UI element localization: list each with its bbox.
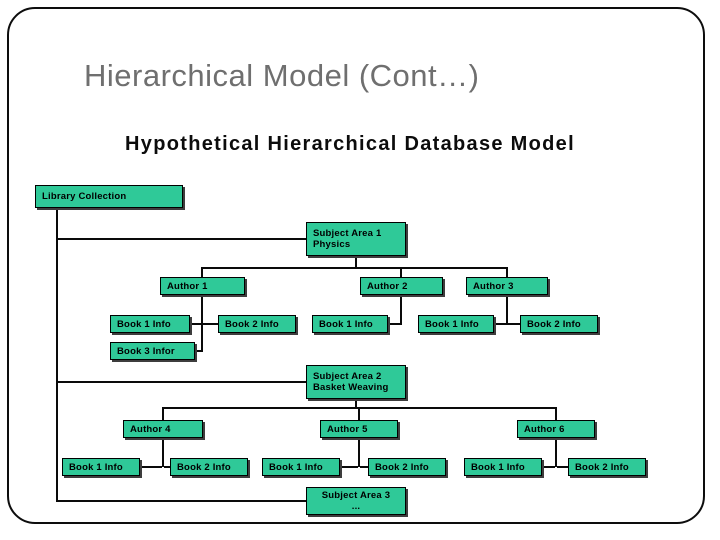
node-s1-a1-book-3: Book 3 Infor [110, 342, 195, 360]
diagram-title: Hypothetical Hierarchical Database Model [125, 133, 575, 155]
connector-line [56, 381, 306, 383]
node-s1-a3-book-2: Book 2 Info [520, 315, 598, 333]
connector-line [400, 267, 402, 277]
node-s1-a2-book-1: Book 1 Info [312, 315, 388, 333]
node-s2-a6-book-2: Book 2 Info [568, 458, 646, 476]
node-label: Book 1 Info [69, 461, 123, 473]
node-label: Author 4 [130, 423, 171, 435]
connector-line [494, 323, 506, 325]
node-label: Physics [313, 239, 351, 250]
connector-line [140, 466, 162, 468]
connector-line [400, 295, 402, 325]
node-label: Book 1 Info [319, 318, 373, 330]
connector-line [555, 407, 557, 420]
connector-line [340, 466, 358, 468]
node-label: Author 3 [473, 280, 514, 292]
node-label: Book 2 Info [375, 461, 429, 473]
connector-line [201, 295, 203, 352]
node-author-4: Author 4 [123, 420, 203, 438]
connector-line [201, 267, 508, 269]
connector-line [195, 350, 201, 352]
node-label: Author 5 [327, 423, 368, 435]
node-label: Author 6 [524, 423, 565, 435]
slide-title: Hierarchical Model (Cont…) [84, 58, 480, 93]
node-s1-a3-book-1: Book 1 Info [418, 315, 494, 333]
node-label: Book 3 Infor [117, 345, 175, 357]
node-s2-a4-book-1: Book 1 Info [62, 458, 140, 476]
node-label: Subject Area 1 [313, 228, 382, 239]
connector-line [203, 323, 218, 325]
node-label: Book 1 Info [471, 461, 525, 473]
node-label: Basket Weaving [313, 382, 389, 393]
node-label: Book 1 Info [269, 461, 323, 473]
connector-line [164, 466, 170, 468]
node-author-6: Author 6 [517, 420, 595, 438]
node-label: Book 1 Info [425, 318, 479, 330]
connector-line [506, 295, 508, 325]
connector-line [555, 438, 557, 467]
connector-line [358, 438, 360, 467]
node-s1-a1-book-1: Book 1 Info [110, 315, 190, 333]
node-s2-a5-book-2: Book 2 Info [368, 458, 446, 476]
connector-line [56, 238, 306, 240]
connector-line [508, 323, 520, 325]
connector-line [358, 407, 360, 420]
node-s2-a5-book-1: Book 1 Info [262, 458, 340, 476]
node-s2-a6-book-1: Book 1 Info [464, 458, 542, 476]
node-label: Subject Area 2 [313, 371, 382, 382]
connector-line [355, 256, 357, 269]
connector-line [201, 267, 203, 277]
connector-line [56, 208, 58, 502]
node-s1-a1-book-2: Book 2 Info [218, 315, 296, 333]
connector-line [542, 466, 555, 468]
connector-line [506, 267, 508, 277]
node-author-3: Author 3 [466, 277, 548, 295]
node-label: Book 2 Info [575, 461, 629, 473]
node-label: Book 1 Info [117, 318, 171, 330]
connector-line [355, 399, 357, 409]
node-label: Book 2 Info [177, 461, 231, 473]
connector-line [190, 323, 201, 325]
node-label: Author 2 [367, 280, 408, 292]
node-label: Book 2 Info [225, 318, 279, 330]
node-label: Library Collection [42, 191, 127, 202]
node-label: Book 2 Info [527, 318, 581, 330]
connector-line [557, 466, 568, 468]
node-subject-area-3: Subject Area 3... [306, 487, 406, 515]
connector-line [388, 323, 400, 325]
connector-line [162, 438, 164, 467]
node-label: Subject Area 3 [321, 490, 391, 501]
node-s2-a4-book-2: Book 2 Info [170, 458, 248, 476]
node-label: Author 1 [167, 280, 208, 292]
node-label: ... [351, 501, 361, 512]
connector-line [162, 407, 164, 420]
connector-line [360, 466, 368, 468]
node-author-2: Author 2 [360, 277, 443, 295]
connector-line [56, 500, 306, 502]
node-author-1: Author 1 [160, 277, 245, 295]
node-author-5: Author 5 [320, 420, 398, 438]
node-library-collection: Library Collection [35, 185, 183, 208]
